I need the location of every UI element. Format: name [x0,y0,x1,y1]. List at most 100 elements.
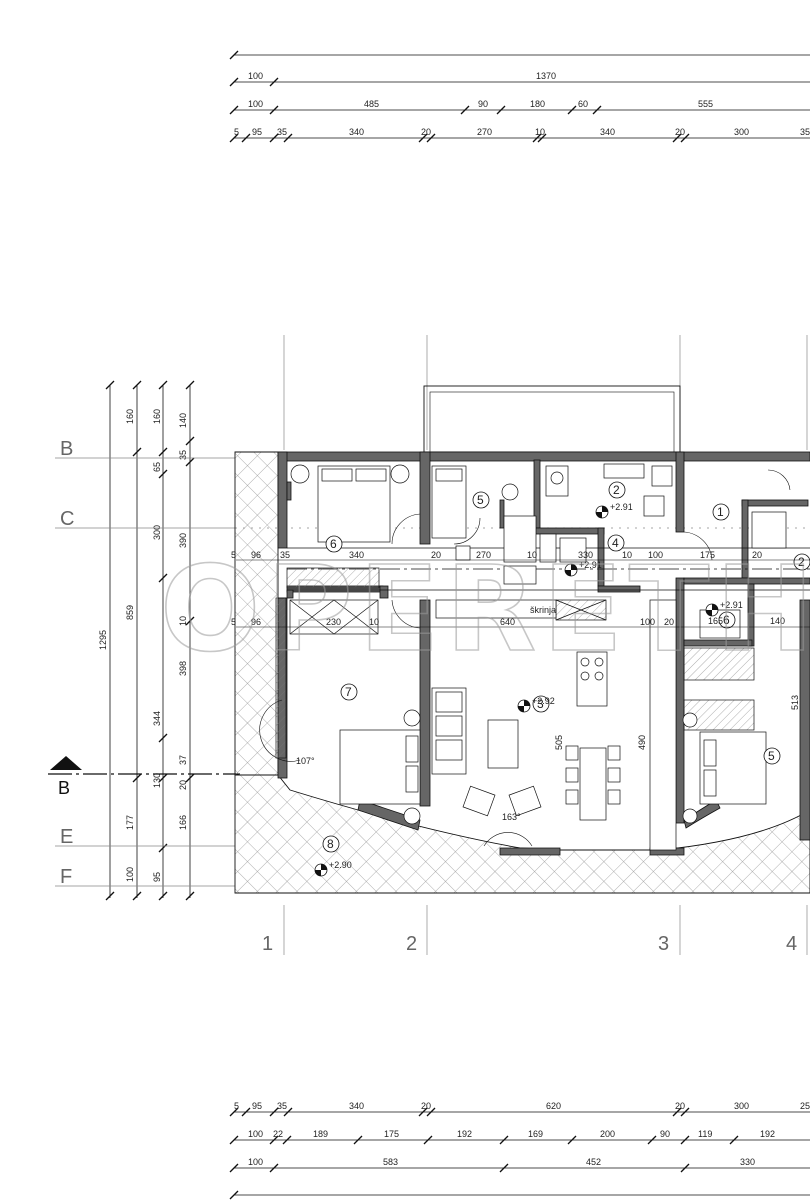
room-number-labels: 1 2 3 4 5 6 7 8 2 5 6 [327,483,805,851]
dim-label: 95 [252,1101,262,1111]
dim-label: 5 [231,617,236,627]
room-number: 8 [327,837,334,851]
dim-label: 95 [252,127,262,137]
wall-bedroom6-east [419,451,431,545]
dim-label: 100 [125,867,135,882]
dim-label: 90 [478,99,488,109]
dim-label: 390 [178,533,188,548]
dim-label: 10 [535,127,545,137]
walls [277,451,810,856]
shelf-label: škrinja [530,605,556,615]
bottom-dimension-lines [229,1107,810,1200]
axis-label-row: B [60,438,73,460]
axis-label-row: C [60,508,74,530]
top-dimension-lines [229,50,810,143]
dim-label: 35 [280,550,290,560]
dim-label: 35 [277,127,287,137]
dim-label: 10 [178,616,188,626]
dim-label: 90 [660,1129,670,1139]
level-label: +2.92 [532,696,555,706]
dim-label: 96 [251,617,261,627]
section-marker-arrow [50,756,82,770]
dim-label: 96 [251,550,261,560]
axis-label-row: F [60,866,72,888]
dim-label: 300 [152,525,162,540]
level-label: +2.90 [329,860,352,870]
dim-label: 140 [178,413,188,428]
level-markers [314,505,719,877]
dim-label: 175 [700,550,715,560]
dim-label: 60 [578,99,588,109]
dim-label: 100 [248,1157,263,1167]
dim-label: 5 [234,127,239,137]
dim-label: 107° [296,756,315,766]
dim-label: 300 [734,1101,749,1111]
dim-label: 340 [349,550,364,560]
room-number: 2 [798,555,805,569]
level-label: +2.91 [610,502,633,512]
furniture [275,463,787,851]
room-number: 7 [345,685,352,699]
dim-label: 5 [231,550,236,560]
room-number: 4 [612,536,619,550]
room-number: 6 [723,613,730,627]
dim-label: 100 [248,1129,263,1139]
dim-label: 35 [178,450,188,460]
terraces [234,385,810,894]
axis-label-column: 2 [406,933,417,955]
axis-label-column: 1 [262,933,273,955]
dim-label: 340 [349,127,364,137]
dim-label: 330 [740,1157,755,1167]
dim-label: 505 [554,735,564,750]
room-number: 2 [613,483,620,497]
dim-label: 10 [622,550,632,560]
dim-label: 20 [664,617,674,627]
bottom-dimension-labels: 5 95 35 340 20 620 20 300 25 100 22 189 … [234,1101,810,1167]
dim-label: 35 [277,1101,287,1111]
room-number: 3 [537,697,544,711]
dim-label: 177 [125,815,135,830]
dim-label: 200 [600,1129,615,1139]
dim-label: 230 [326,617,341,627]
dim-label: 119 [698,1129,712,1139]
dim-label: 340 [600,127,615,137]
dim-label: 25 [800,1101,810,1111]
door-swings [259,469,791,847]
dim-label: 130 [152,773,162,788]
dim-label: 160 [125,409,135,424]
dim-label: 10 [369,617,379,627]
dim-label: 513 [790,695,800,710]
dim-label: 583 [383,1157,398,1167]
dim-label: 20 [178,780,188,790]
axis-label-column: 3 [658,933,669,955]
row-axis-labels: B C E F B [50,438,82,888]
wall-west [277,451,288,549]
dim-label: 20 [421,1101,431,1111]
top-dimension-labels: 100 1370 100 485 90 180 60 555 5 95 35 3… [234,71,810,137]
dim-label: 270 [477,127,492,137]
dim-label: 5 [234,1101,239,1111]
dim-label: 452 [586,1157,601,1167]
interior-dimension-labels: 340 20 270 10 330 10 100 175 20 96 35 5 … [231,550,800,822]
dim-label: 555 [698,99,713,109]
dim-label: 166 [178,815,188,830]
room-numbers [322,481,810,853]
room-number: 5 [477,493,484,507]
dim-label: 20 [752,550,762,560]
dim-label: 859 [125,605,135,620]
dim-label: 37 [178,755,188,765]
dim-label: 35 [800,127,810,137]
dim-label: 165 [708,616,723,626]
level-label: +2.91 [720,600,743,610]
dim-label: 640 [500,617,515,627]
dim-label: 95 [152,872,162,882]
dim-label: 20 [431,550,441,560]
dim-label: 22 [273,1129,283,1139]
row-axes [48,457,810,887]
dim-label: 100 [640,617,655,627]
level-label: +2.91 [579,560,602,570]
dim-label: 1370 [536,71,556,81]
left-dimension-lines [105,380,195,901]
dim-label: 270 [476,550,491,560]
